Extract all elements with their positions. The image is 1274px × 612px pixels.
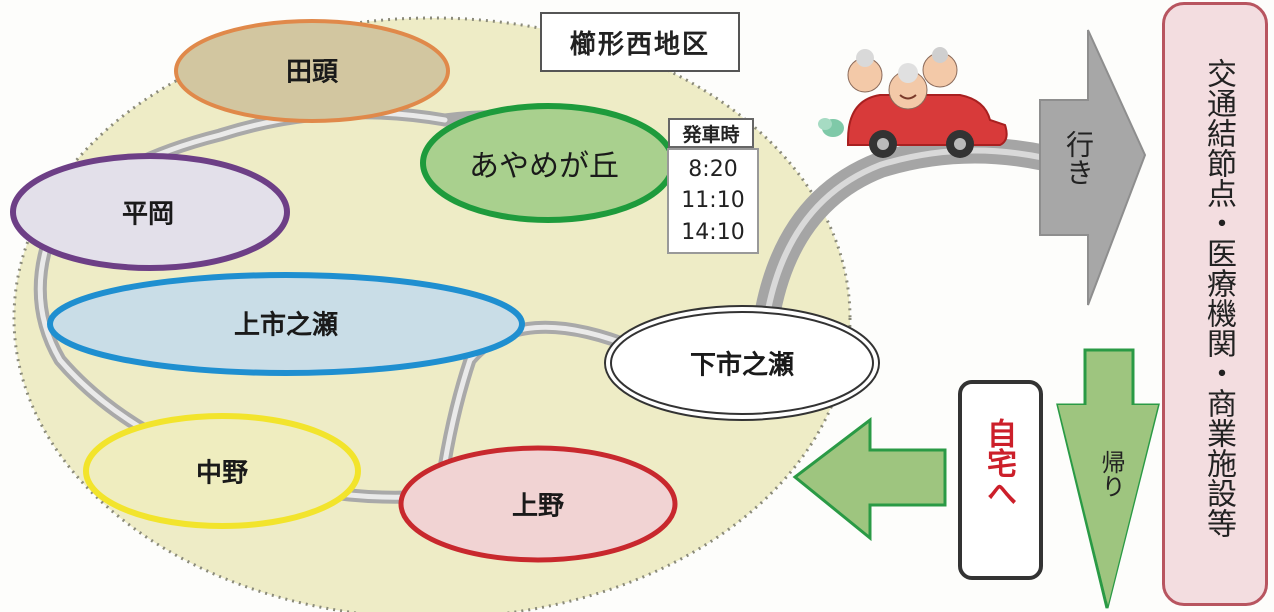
departure-time: 14:10 xyxy=(681,219,745,245)
return-label: 帰り xyxy=(1097,450,1125,498)
home-box xyxy=(958,380,1043,580)
outbound-arrow xyxy=(1039,29,1147,306)
stop-ayamegaoka-label: あやめが丘 xyxy=(469,149,619,184)
stop-shimoichinose-marker xyxy=(604,305,880,421)
stop-hiraoka-label: 平岡 xyxy=(121,199,175,230)
stop-tagashira-marker xyxy=(174,19,450,123)
stop-hiraoka-marker xyxy=(10,153,290,271)
stop-shimoichinose-label: 下市之瀬 xyxy=(689,350,795,381)
stop-nakano-marker xyxy=(83,413,361,529)
car-illustration xyxy=(818,47,1008,158)
timetable: 8:20 11:10 14:10 xyxy=(667,148,759,254)
stop-tagashira-label: 田頭 xyxy=(285,57,339,88)
return-arrow-shaft xyxy=(1058,405,1158,605)
district-label: 櫛形西地区 xyxy=(540,12,740,72)
destination-label: 交通結節点・医療機関・商業施設等 xyxy=(1201,58,1236,538)
stop-kamiichinose-marker xyxy=(47,272,525,376)
departure-time: 11:10 xyxy=(681,188,745,214)
outbound-route-highlight xyxy=(765,147,1048,313)
stop-ueno-label: 上野 xyxy=(511,491,565,522)
departure-time: 8:20 xyxy=(688,157,738,183)
home-arrow xyxy=(792,416,947,542)
stop-kamiichinose-label: 上市之瀬 xyxy=(233,310,339,341)
home-label: 自宅へ xyxy=(981,418,1016,508)
stop-ueno-marker xyxy=(398,445,678,563)
destination-box xyxy=(1162,2,1268,606)
outbound-label: 行き xyxy=(1062,130,1095,186)
stop-nakano-label: 中野 xyxy=(195,458,249,489)
stop-shimoichinose-inner-ring xyxy=(610,311,874,415)
timetable-header: 発車時 xyxy=(668,118,754,148)
